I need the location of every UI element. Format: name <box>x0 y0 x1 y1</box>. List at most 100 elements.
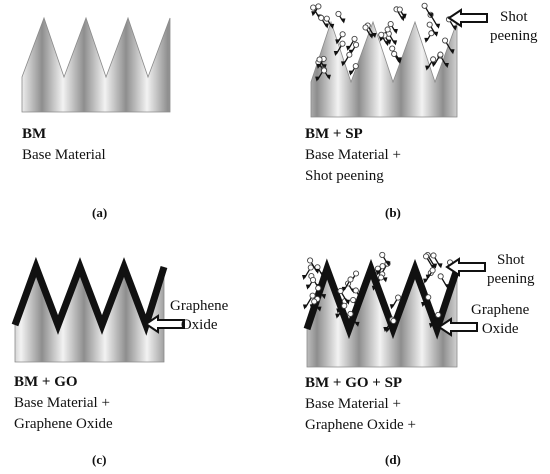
shot-arrowhead <box>340 18 346 24</box>
graphene-coated-profile <box>11 256 185 363</box>
panel-b: Shot peening BM + SP Base Material + Sho… <box>275 0 550 237</box>
shot-arrowhead <box>316 63 322 69</box>
shot-arrowhead <box>368 33 374 39</box>
shot-peened-profile <box>310 2 488 118</box>
shot-particle <box>430 56 437 63</box>
shot-particle <box>442 37 449 44</box>
shot-particle <box>423 253 430 260</box>
panel-a: BM Base Material (a) <box>0 0 275 237</box>
shot-arrowhead <box>345 299 351 305</box>
shot-arrowhead <box>425 274 431 280</box>
shot-particle <box>335 10 342 18</box>
shot-particle <box>321 67 328 74</box>
shot-arrowhead <box>329 23 335 29</box>
shot-arrowhead <box>335 313 341 319</box>
shot-arrowhead <box>309 304 315 310</box>
shot-arrowhead <box>433 31 439 37</box>
shot-arrowhead <box>385 261 391 267</box>
shot-particle <box>387 21 394 28</box>
shot-arrowhead <box>336 308 342 314</box>
shot-arrowhead <box>375 270 381 276</box>
sp-callout-line2: peening <box>487 271 535 287</box>
shot-particle <box>315 3 322 10</box>
shot-particle <box>352 287 359 294</box>
shot-arrowhead <box>452 25 458 31</box>
shot-arrowhead <box>341 61 347 67</box>
shot-particle <box>309 292 316 299</box>
shot-arrowhead <box>321 294 327 300</box>
shot-particle <box>323 15 330 22</box>
shot-particle <box>316 56 323 63</box>
graphene-oxide-coating <box>11 256 168 336</box>
shot-arrowhead <box>354 321 360 327</box>
shot-arrowhead <box>314 268 320 274</box>
callout-arrow <box>445 257 486 277</box>
sp-callout-arrow <box>447 8 488 28</box>
shot-particle <box>435 311 442 318</box>
graphene-oxide-coating <box>303 258 461 340</box>
shot-particle <box>396 6 403 13</box>
shot-arrowhead <box>425 65 431 71</box>
panel-b-desc-line1: Base Material + <box>305 147 401 163</box>
shot-particle <box>339 40 346 47</box>
panel-a-desc-line1: Base Material <box>22 147 106 163</box>
shot-particle <box>337 287 344 295</box>
shot-arrowhead <box>311 11 317 17</box>
shot-arrowhead <box>333 51 339 57</box>
shot-arrowhead <box>371 285 377 291</box>
shot-particle <box>311 298 318 305</box>
shot-particle <box>384 26 391 33</box>
shot-arrowhead <box>392 28 398 34</box>
shot-particle <box>347 276 354 283</box>
go-callout-line1: Graphene <box>471 302 530 318</box>
shot-particle <box>362 24 369 31</box>
shot-arrowhead <box>423 278 429 284</box>
shot-arrowhead <box>384 41 390 47</box>
shot-particle <box>307 257 314 264</box>
shot-arrowhead <box>348 70 354 76</box>
shot-particle <box>379 251 386 258</box>
go-callout-line2: Oxide <box>180 317 218 333</box>
threaded-profile-base <box>21 16 171 113</box>
shot-particle <box>318 14 325 21</box>
panel-c-desc-line2: Graphene Oxide <box>14 416 113 432</box>
panel-d-code: BM + GO + SP <box>305 375 403 391</box>
sp-callout-line1: Shot <box>499 9 528 25</box>
shot-particle <box>353 41 360 48</box>
shot-arrowhead <box>449 49 455 55</box>
shot-particle <box>430 252 437 259</box>
shot-arrowhead <box>385 327 391 333</box>
coated-and-shot-peened-profile <box>302 251 486 368</box>
shot-particle <box>350 296 357 304</box>
shot-particle <box>395 294 402 301</box>
shot-arrowhead <box>428 13 434 19</box>
shot-arrowhead <box>355 305 361 311</box>
shot-arrowhead <box>319 272 325 278</box>
base-material-profile <box>21 16 171 113</box>
shot-particle <box>352 63 359 70</box>
sp-callout-line2: peening <box>490 28 538 44</box>
go-callout-line2: Oxide <box>481 321 519 337</box>
go-callout-line1: Graphene <box>170 298 229 314</box>
shot-arrowhead <box>305 284 311 290</box>
shot-particle <box>429 267 436 274</box>
panel-a-code: BM <box>22 126 47 142</box>
shot-particles <box>302 251 460 333</box>
shot-arrowhead <box>421 302 427 308</box>
shot-arrowhead <box>302 274 308 280</box>
go-callout-label: Graphene Oxide <box>170 297 228 335</box>
panel-d: Shot peening Graphene Oxide BM + GO + SP… <box>275 237 550 474</box>
shot-particle <box>437 273 444 280</box>
shot-arrowhead <box>401 13 407 19</box>
panel-d-desc-line1: Base Material + <box>305 396 401 412</box>
shot-particle <box>341 302 348 309</box>
shot-arrowhead <box>431 62 437 68</box>
shot-arrowhead <box>316 306 322 312</box>
shot-arrowhead <box>428 323 434 329</box>
shot-particle <box>347 310 354 317</box>
shot-particle <box>353 270 360 277</box>
shot-arrowhead <box>389 304 395 310</box>
shot-particles <box>310 2 458 82</box>
shot-arrowhead <box>392 40 398 46</box>
panel-b-code: BM + SP <box>305 126 363 142</box>
